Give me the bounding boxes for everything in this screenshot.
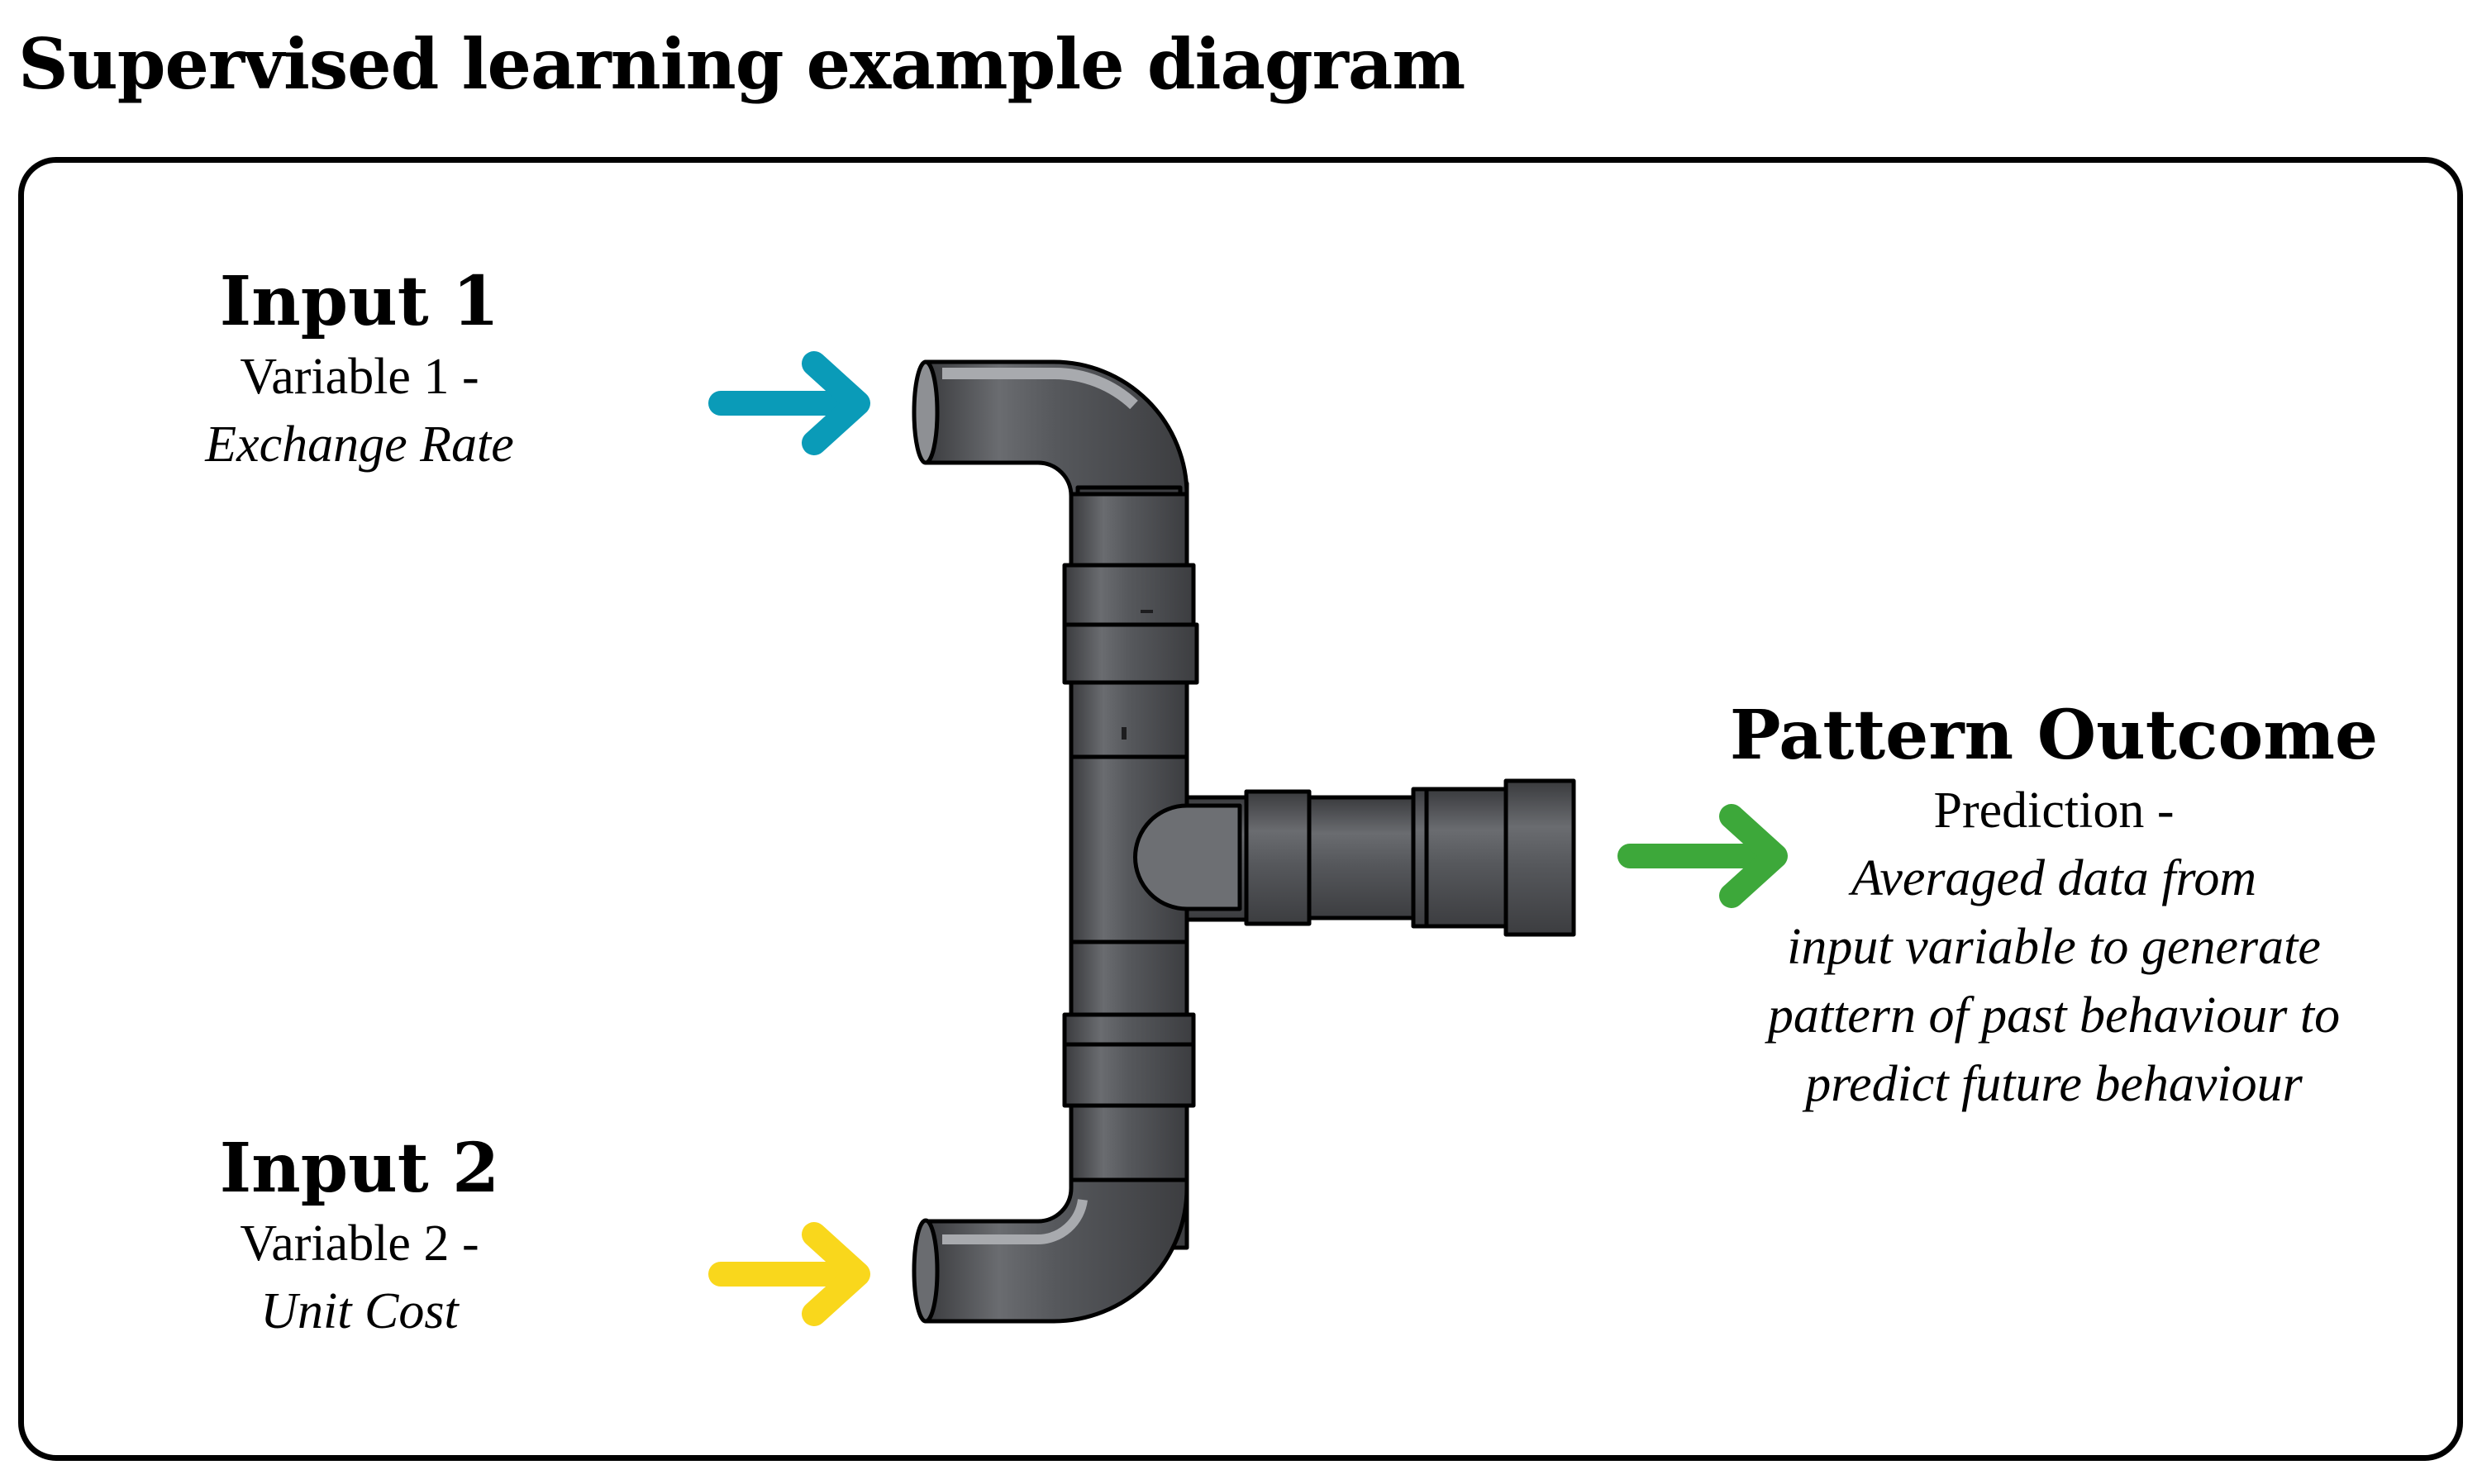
outcome-label: Prediction - xyxy=(1933,782,2175,839)
arrow-right-icon xyxy=(708,351,870,455)
page-title: Supervised learning example diagram xyxy=(18,23,1465,105)
outcome-block: Pattern Outcome Prediction - Averaged da… xyxy=(1723,694,2384,1119)
input-2-heading: Input 2 xyxy=(219,1129,500,1208)
input-1-variable: Variable 1 - xyxy=(240,349,479,405)
input-1-name: Exchange Rate xyxy=(205,416,514,473)
input-2-block: Input 2 Variable 2 - Unit Cost xyxy=(112,1127,607,1345)
arrow-right-icon xyxy=(708,1222,870,1326)
outcome-heading: Pattern Outcome xyxy=(1729,696,2379,775)
arrow-right-icon xyxy=(1617,804,1788,908)
input-2-variable: Variable 2 - xyxy=(240,1215,479,1272)
outcome-description-line: input variable to generate xyxy=(1787,919,2321,975)
input-1-heading: Input 1 xyxy=(219,262,500,341)
outcome-description-line: Averaged data from xyxy=(1851,850,2257,906)
outcome-description-line: predict future behaviour xyxy=(1805,1056,2303,1112)
input-1-block: Input 1 Variable 1 - Exchange Rate xyxy=(112,260,607,478)
diagram-frame xyxy=(18,157,2463,1461)
t-pipe-icon xyxy=(912,359,1576,1324)
outcome-description-line: pattern of past behaviour to xyxy=(1767,987,2341,1044)
input-2-name: Unit Cost xyxy=(260,1283,459,1339)
